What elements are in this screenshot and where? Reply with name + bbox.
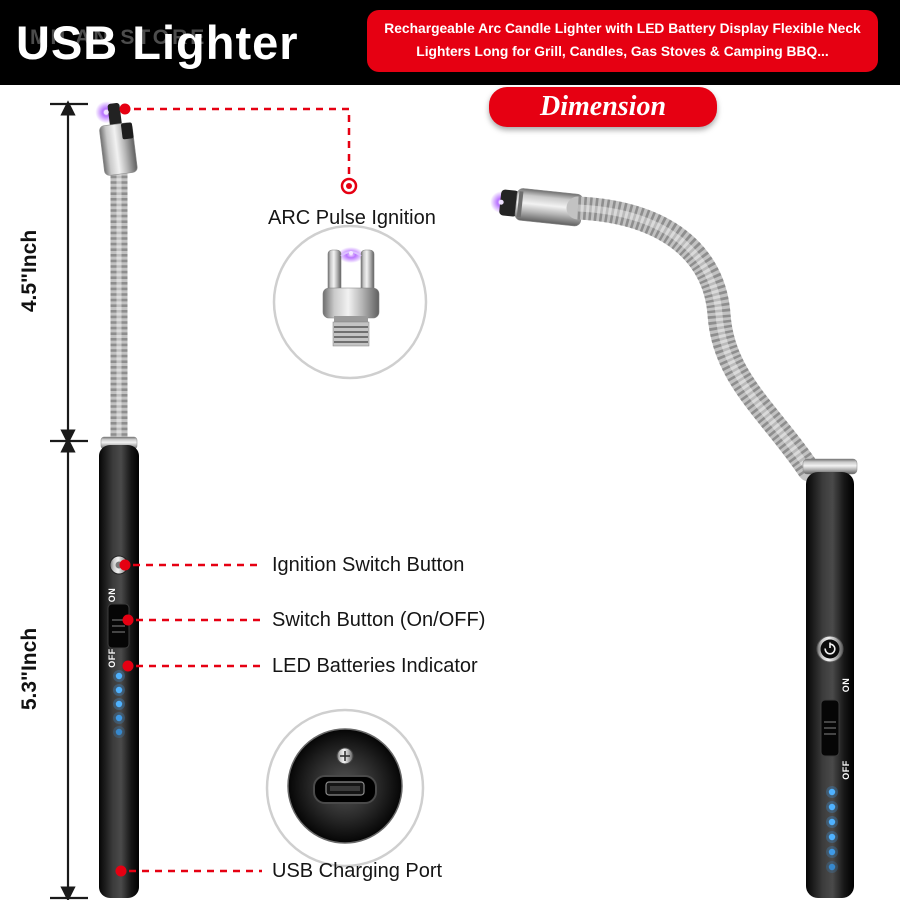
callout-label-usb: USB Charging Port bbox=[272, 860, 443, 882]
switch-off-label-left: OFF bbox=[107, 648, 117, 668]
callout-dot-led bbox=[122, 660, 134, 672]
led-indicator-left bbox=[113, 670, 125, 738]
dimension-label-5-3-inch: 5.3"Inch bbox=[18, 627, 41, 711]
switch-off-label-right: OFF bbox=[841, 760, 851, 780]
usb-port bbox=[313, 775, 377, 804]
callout-line-arc bbox=[134, 107, 351, 176]
right-lighter-handle bbox=[806, 472, 854, 898]
power-button bbox=[816, 635, 844, 663]
page-title: USB Lighter bbox=[16, 16, 299, 69]
dimension-label-4-5-inch: 4.5"Inch bbox=[18, 229, 41, 313]
screw-icon bbox=[336, 747, 354, 765]
right-lighter-neck bbox=[566, 196, 821, 482]
usb-zoom-inset bbox=[265, 708, 425, 868]
product-description-badge: Rechargeable Arc Candle Lighter with LED… bbox=[367, 10, 878, 72]
right-handle-collar bbox=[802, 458, 858, 475]
callout-label-arc: ARC Pulse Ignition bbox=[268, 207, 436, 229]
switch-on-label-right: ON bbox=[841, 677, 851, 693]
left-lighter bbox=[95, 101, 139, 898]
dimension-annotations bbox=[50, 100, 88, 900]
power-switch-slider-right bbox=[820, 699, 840, 757]
store-watermark: MILAN STORE bbox=[30, 26, 208, 49]
callout-dot-ignition bbox=[119, 559, 131, 571]
callout-lines bbox=[129, 107, 351, 873]
power-switch-slider-left bbox=[107, 603, 130, 649]
callout-target-dot bbox=[346, 183, 352, 189]
led-indicator-right bbox=[826, 786, 838, 873]
callout-label-switch: Switch Button (On/OFF) bbox=[272, 609, 486, 631]
dimension-banner: Dimension bbox=[489, 87, 717, 127]
arc-tip-left bbox=[95, 101, 138, 176]
threaded-screw-section bbox=[332, 321, 370, 347]
header-bar: MILAN STORE USB Lighter Rechargeable Arc… bbox=[0, 0, 900, 85]
arc-tip-right bbox=[490, 188, 584, 227]
power-icon bbox=[824, 642, 836, 655]
switch-on-label-left: ON bbox=[107, 587, 117, 603]
right-lighter bbox=[490, 188, 858, 898]
callout-markers bbox=[115, 103, 358, 877]
callout-label-ignition: Ignition Switch Button bbox=[272, 554, 465, 576]
left-lighter-handle bbox=[99, 445, 139, 898]
badge-line2: Lighters Long for Grill, Candles, Gas St… bbox=[416, 44, 829, 59]
callout-label-led: LED Batteries Indicator bbox=[272, 655, 478, 677]
callout-dot-usb bbox=[115, 865, 127, 877]
callout-dot-arc bbox=[119, 103, 131, 115]
callout-dot-switch bbox=[122, 614, 134, 626]
badge-line1: Rechargeable Arc Candle Lighter with LED… bbox=[384, 21, 861, 37]
arc-zoom-inset bbox=[272, 224, 428, 380]
